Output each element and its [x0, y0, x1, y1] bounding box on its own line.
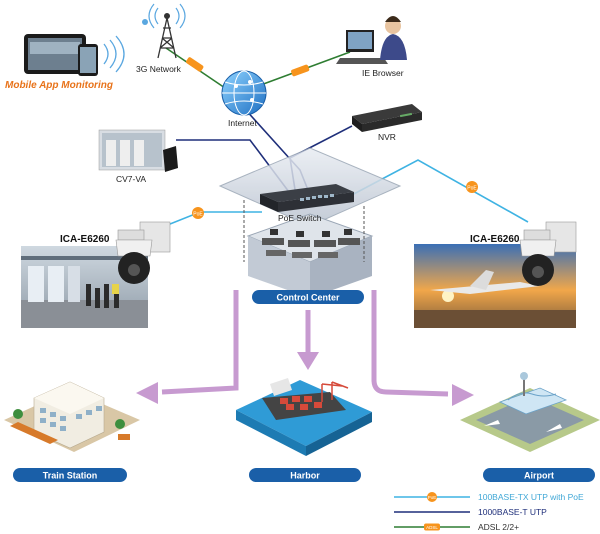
train-platform-photo	[21, 246, 148, 328]
arrow-head-train	[136, 382, 158, 404]
label-internet: Internet	[228, 118, 257, 128]
internet-globe-icon	[221, 70, 267, 116]
label-3g-network: 3G Network	[136, 64, 182, 74]
svg-text:PoE: PoE	[467, 186, 477, 192]
svg-text:PoE: PoE	[428, 495, 437, 500]
svg-text:ADSL: ADSL	[426, 525, 438, 530]
svg-text:Harbor: Harbor	[290, 471, 320, 481]
svg-text:Control Center: Control Center	[277, 293, 340, 303]
svg-text:ADSL 2/2+: ADSL 2/2+	[478, 522, 519, 532]
harbor-illustration	[236, 378, 372, 456]
mobile-devices	[24, 34, 125, 76]
label-poe-switch: PoE Switch	[278, 213, 322, 223]
label-nvr: NVR	[378, 132, 396, 142]
label-cv7-va: CV7-VA	[116, 174, 146, 184]
poe-switch-icon	[260, 184, 354, 212]
right-ptz-camera-icon	[519, 221, 577, 286]
wifi-waves-icon	[103, 35, 125, 73]
train-station-pill: Train Station	[13, 468, 127, 482]
svg-text:1000BASE-T UTP: 1000BASE-T UTP	[478, 507, 547, 517]
airport-sunset-photo	[414, 244, 576, 328]
svg-text:100BASE-TX UTP with PoE: 100BASE-TX UTP with PoE	[478, 492, 584, 502]
control-center-pill: Control Center	[252, 290, 364, 304]
svg-text:Airport: Airport	[524, 471, 554, 481]
legend: PoE 100BASE-TX UTP with PoE 1000BASE-T U…	[394, 492, 584, 532]
nvr-device-icon	[352, 104, 422, 132]
label-ie-browser: IE Browser	[362, 68, 404, 78]
svg-text:Train Station: Train Station	[43, 471, 98, 481]
mobile-app-label: Mobile App Monitoring	[5, 80, 113, 91]
distribution-arrows	[161, 290, 449, 397]
airport-illustration	[460, 372, 600, 452]
label-right-camera: ICA-E6260	[470, 234, 520, 245]
legend-poe: PoE 100BASE-TX UTP with PoE	[394, 492, 584, 502]
adsl-badge-2	[291, 64, 310, 77]
legend-utp: 1000BASE-T UTP	[394, 507, 547, 517]
tower-3g-icon	[142, 3, 186, 59]
cv7-va-device-icon	[98, 129, 178, 172]
svg-text:PoE: PoE	[193, 212, 203, 218]
ie-browser-user-icon	[336, 16, 407, 64]
airport-pill: Airport	[483, 468, 595, 482]
arrow-head-airport	[452, 384, 474, 406]
poe-badge-left: PoE	[192, 207, 204, 219]
label-left-camera: ICA-E6260	[60, 234, 110, 245]
poe-badge-right: PoE	[466, 181, 478, 193]
arrow-head-harbor	[297, 352, 319, 370]
control-center-platform	[218, 147, 402, 298]
left-ptz-camera-icon	[115, 221, 171, 284]
adsl-badge-1	[186, 57, 204, 72]
harbor-pill: Harbor	[249, 468, 361, 482]
legend-adsl: ADSL ADSL 2/2+	[394, 522, 519, 532]
train-station-illustration	[4, 381, 140, 452]
